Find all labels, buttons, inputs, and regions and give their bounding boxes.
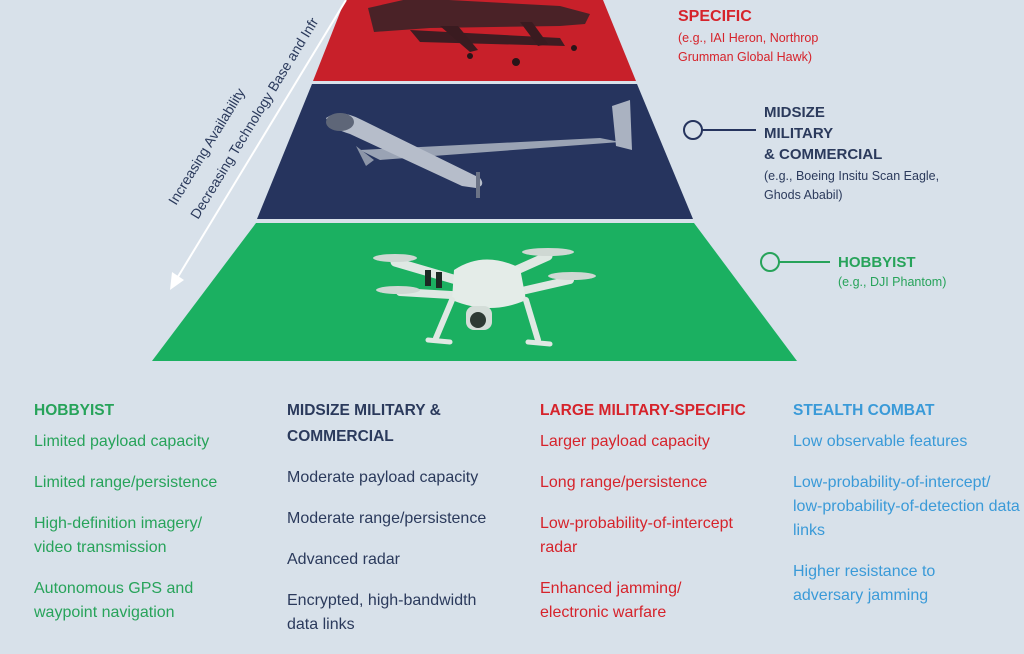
label-hobbyist-name: HOBBYIST <box>838 254 916 271</box>
midsize-connector <box>683 120 756 140</box>
list-item: Long range/persistence <box>540 474 708 491</box>
list-item: Limited payload capacity <box>34 433 210 450</box>
list-item: Low observable features <box>793 433 968 450</box>
list-item: Larger payload capacity <box>540 433 710 450</box>
label-large-example: (e.g., IAI Heron, Northrop Grumman Globa… <box>678 31 819 64</box>
label-midsize-line2: MILITARY <box>764 125 834 142</box>
list-item: Low-probability-of-intercept radar <box>540 515 733 556</box>
label-midsize: MIDSIZE MILITARY & COMMERCIAL (e.g., Boe… <box>764 102 964 205</box>
label-large-name: SPECIFIC <box>678 8 752 25</box>
list-item: Moderate payload capacity <box>287 469 479 486</box>
label-large-military: SPECIFIC (e.g., IAI Heron, Northrop Grum… <box>678 6 848 67</box>
list-item: Moderate range/persistence <box>287 510 487 527</box>
column-heading: MIDSIZE MILITARY & COMMERCIAL <box>287 402 441 445</box>
quadcopter-drone-icon <box>373 248 596 347</box>
column-midsize: MIDSIZE MILITARY & COMMERCIAL Moderate p… <box>287 398 527 654</box>
column-heading: HOBBYIST <box>34 402 115 419</box>
list-item: Advanced radar <box>287 551 400 568</box>
column-hobbyist: HOBBYIST Limited payload capacity Limite… <box>34 398 274 642</box>
list-item: High-definition imagery/ video transmiss… <box>34 515 203 556</box>
list-item: Enhanced jamming/ electronic warfare <box>540 580 682 621</box>
column-heading: LARGE MILITARY-SPECIFIC <box>540 402 746 419</box>
label-hobbyist-example: (e.g., DJI Phantom) <box>838 275 947 289</box>
column-large-military: LARGE MILITARY-SPECIFIC Larger payload c… <box>540 398 780 642</box>
hobbyist-connector <box>760 252 830 272</box>
column-stealth-combat: STEALTH COMBAT Low observable features L… <box>793 398 1021 625</box>
pyramid-diagram: Increasing Availability Decreasing Techn… <box>152 0 830 361</box>
label-midsize-example: (e.g., Boeing Insitu Scan Eagle, Ghods A… <box>764 169 940 202</box>
label-midsize-line3: & COMMERCIAL <box>764 146 883 163</box>
list-item: Autonomous GPS and waypoint navigation <box>34 580 194 621</box>
list-item: Low-probability-of-intercept/ low-probab… <box>793 474 1020 539</box>
label-midsize-line1: MIDSIZE <box>764 104 825 121</box>
label-hobbyist: HOBBYIST (e.g., DJI Phantom) <box>838 252 946 292</box>
list-item: Higher resistance to adversary jamming <box>793 563 936 604</box>
list-item: Encrypted, high-bandwidth data links <box>287 592 477 633</box>
military-drone-icon <box>368 0 590 66</box>
list-item: Limited range/persistence <box>34 474 218 491</box>
column-heading: STEALTH COMBAT <box>793 402 935 419</box>
scan-eagle-drone-icon <box>326 100 632 198</box>
